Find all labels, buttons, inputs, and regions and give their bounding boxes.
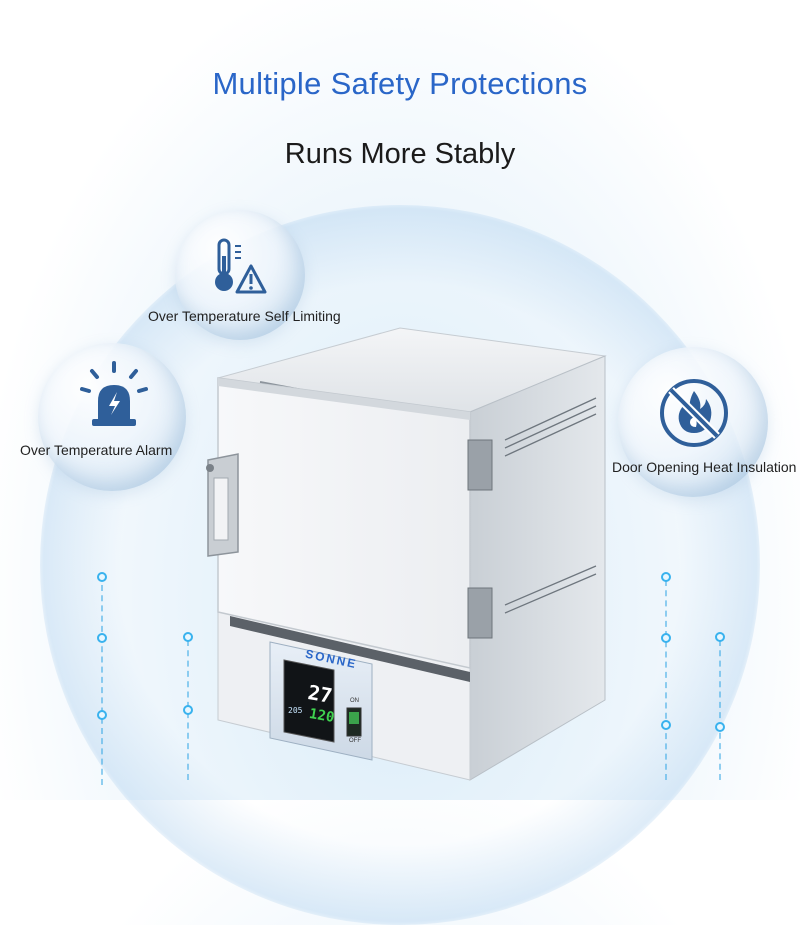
secondary-temperature-readout: 205 <box>288 706 303 715</box>
feature-label-self-limiting: Over Temperature Self Limiting <box>148 308 341 324</box>
current-temperature-readout: 27 <box>306 680 334 708</box>
door-handle[interactable] <box>208 455 238 555</box>
switch-off-label: OFF <box>349 738 361 744</box>
alarm-beacon-icon <box>80 361 148 426</box>
thermometer-warning-icon <box>215 238 267 294</box>
no-fire-icon <box>660 379 728 447</box>
switch-on-label: ON <box>350 698 359 704</box>
feature-bubble-heat-insulation <box>618 347 768 497</box>
feature-label-heat-insulation: Door Opening Heat Insulation <box>612 459 797 475</box>
feature-label-alarm: Over Temperature Alarm <box>20 442 173 458</box>
feature-bubble-alarm <box>38 343 186 491</box>
feature-bubble-self-limiting <box>175 210 305 340</box>
page-subtitle: Runs More Stably <box>284 138 516 170</box>
page-title: Multiple Safety Protections <box>212 66 588 101</box>
muffle-furnace-image <box>206 327 607 781</box>
power-switch[interactable] <box>347 708 361 736</box>
